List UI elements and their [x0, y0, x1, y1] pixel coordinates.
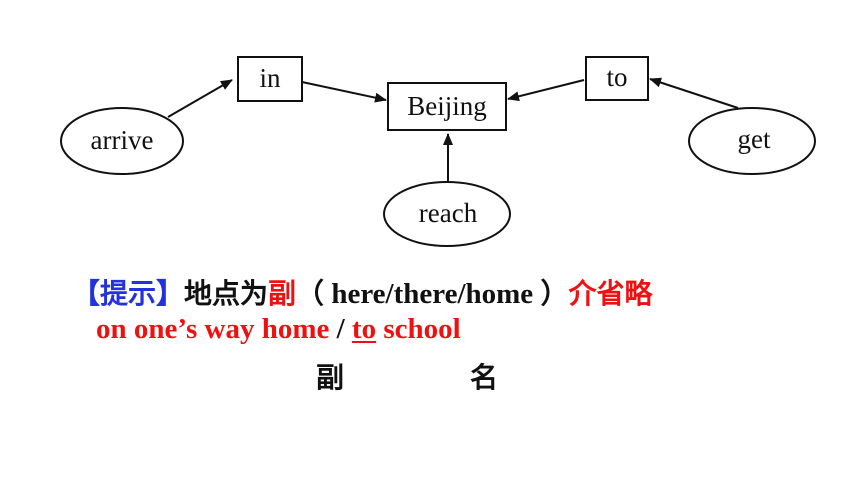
- arrow-get-to-to: [649, 77, 739, 109]
- node-reach-label: reach: [419, 198, 478, 228]
- arrow-to-to-beijing: [507, 79, 585, 102]
- word-diagram: in Beijing to arrive get reach: [60, 56, 816, 247]
- node-to: to: [585, 56, 649, 101]
- node-to-label: to: [606, 62, 627, 92]
- node-get: get: [688, 107, 816, 175]
- example-slash: /: [336, 313, 352, 345]
- node-beijing-label: Beijing: [407, 91, 487, 121]
- node-beijing: Beijing: [387, 82, 507, 131]
- example-part-1: on one’s way home: [96, 313, 337, 345]
- node-in: in: [237, 56, 303, 102]
- node-arrive-label: arrive: [91, 125, 154, 155]
- arrow-arrive-to-in: [167, 79, 233, 118]
- label-adverb: 副: [316, 361, 345, 394]
- hint-line: 【提示】地点为副（ here/there/home ）介省略: [72, 272, 652, 312]
- hint-adverb-red: 副: [268, 277, 297, 310]
- hint-paren-open: （: [296, 277, 325, 310]
- hint-examples: here/there/home: [324, 278, 541, 310]
- node-in-label: in: [259, 63, 281, 93]
- hint-text-location: 地点为: [184, 277, 269, 310]
- node-get-label: get: [738, 124, 771, 154]
- hint-preposition-omitted: 介省略: [568, 277, 653, 310]
- hint-bracket-label: 【提示】: [72, 277, 185, 310]
- example-to-underlined: to: [351, 313, 377, 345]
- example-part-2: school: [376, 313, 461, 345]
- hint-paren-close: ）: [540, 277, 569, 310]
- node-arrive: arrive: [60, 107, 184, 175]
- label-noun: 名: [470, 361, 499, 394]
- example-line: on one’s way home / to school: [96, 313, 461, 346]
- node-reach: reach: [383, 181, 511, 247]
- arrow-in-to-beijing: [301, 81, 387, 103]
